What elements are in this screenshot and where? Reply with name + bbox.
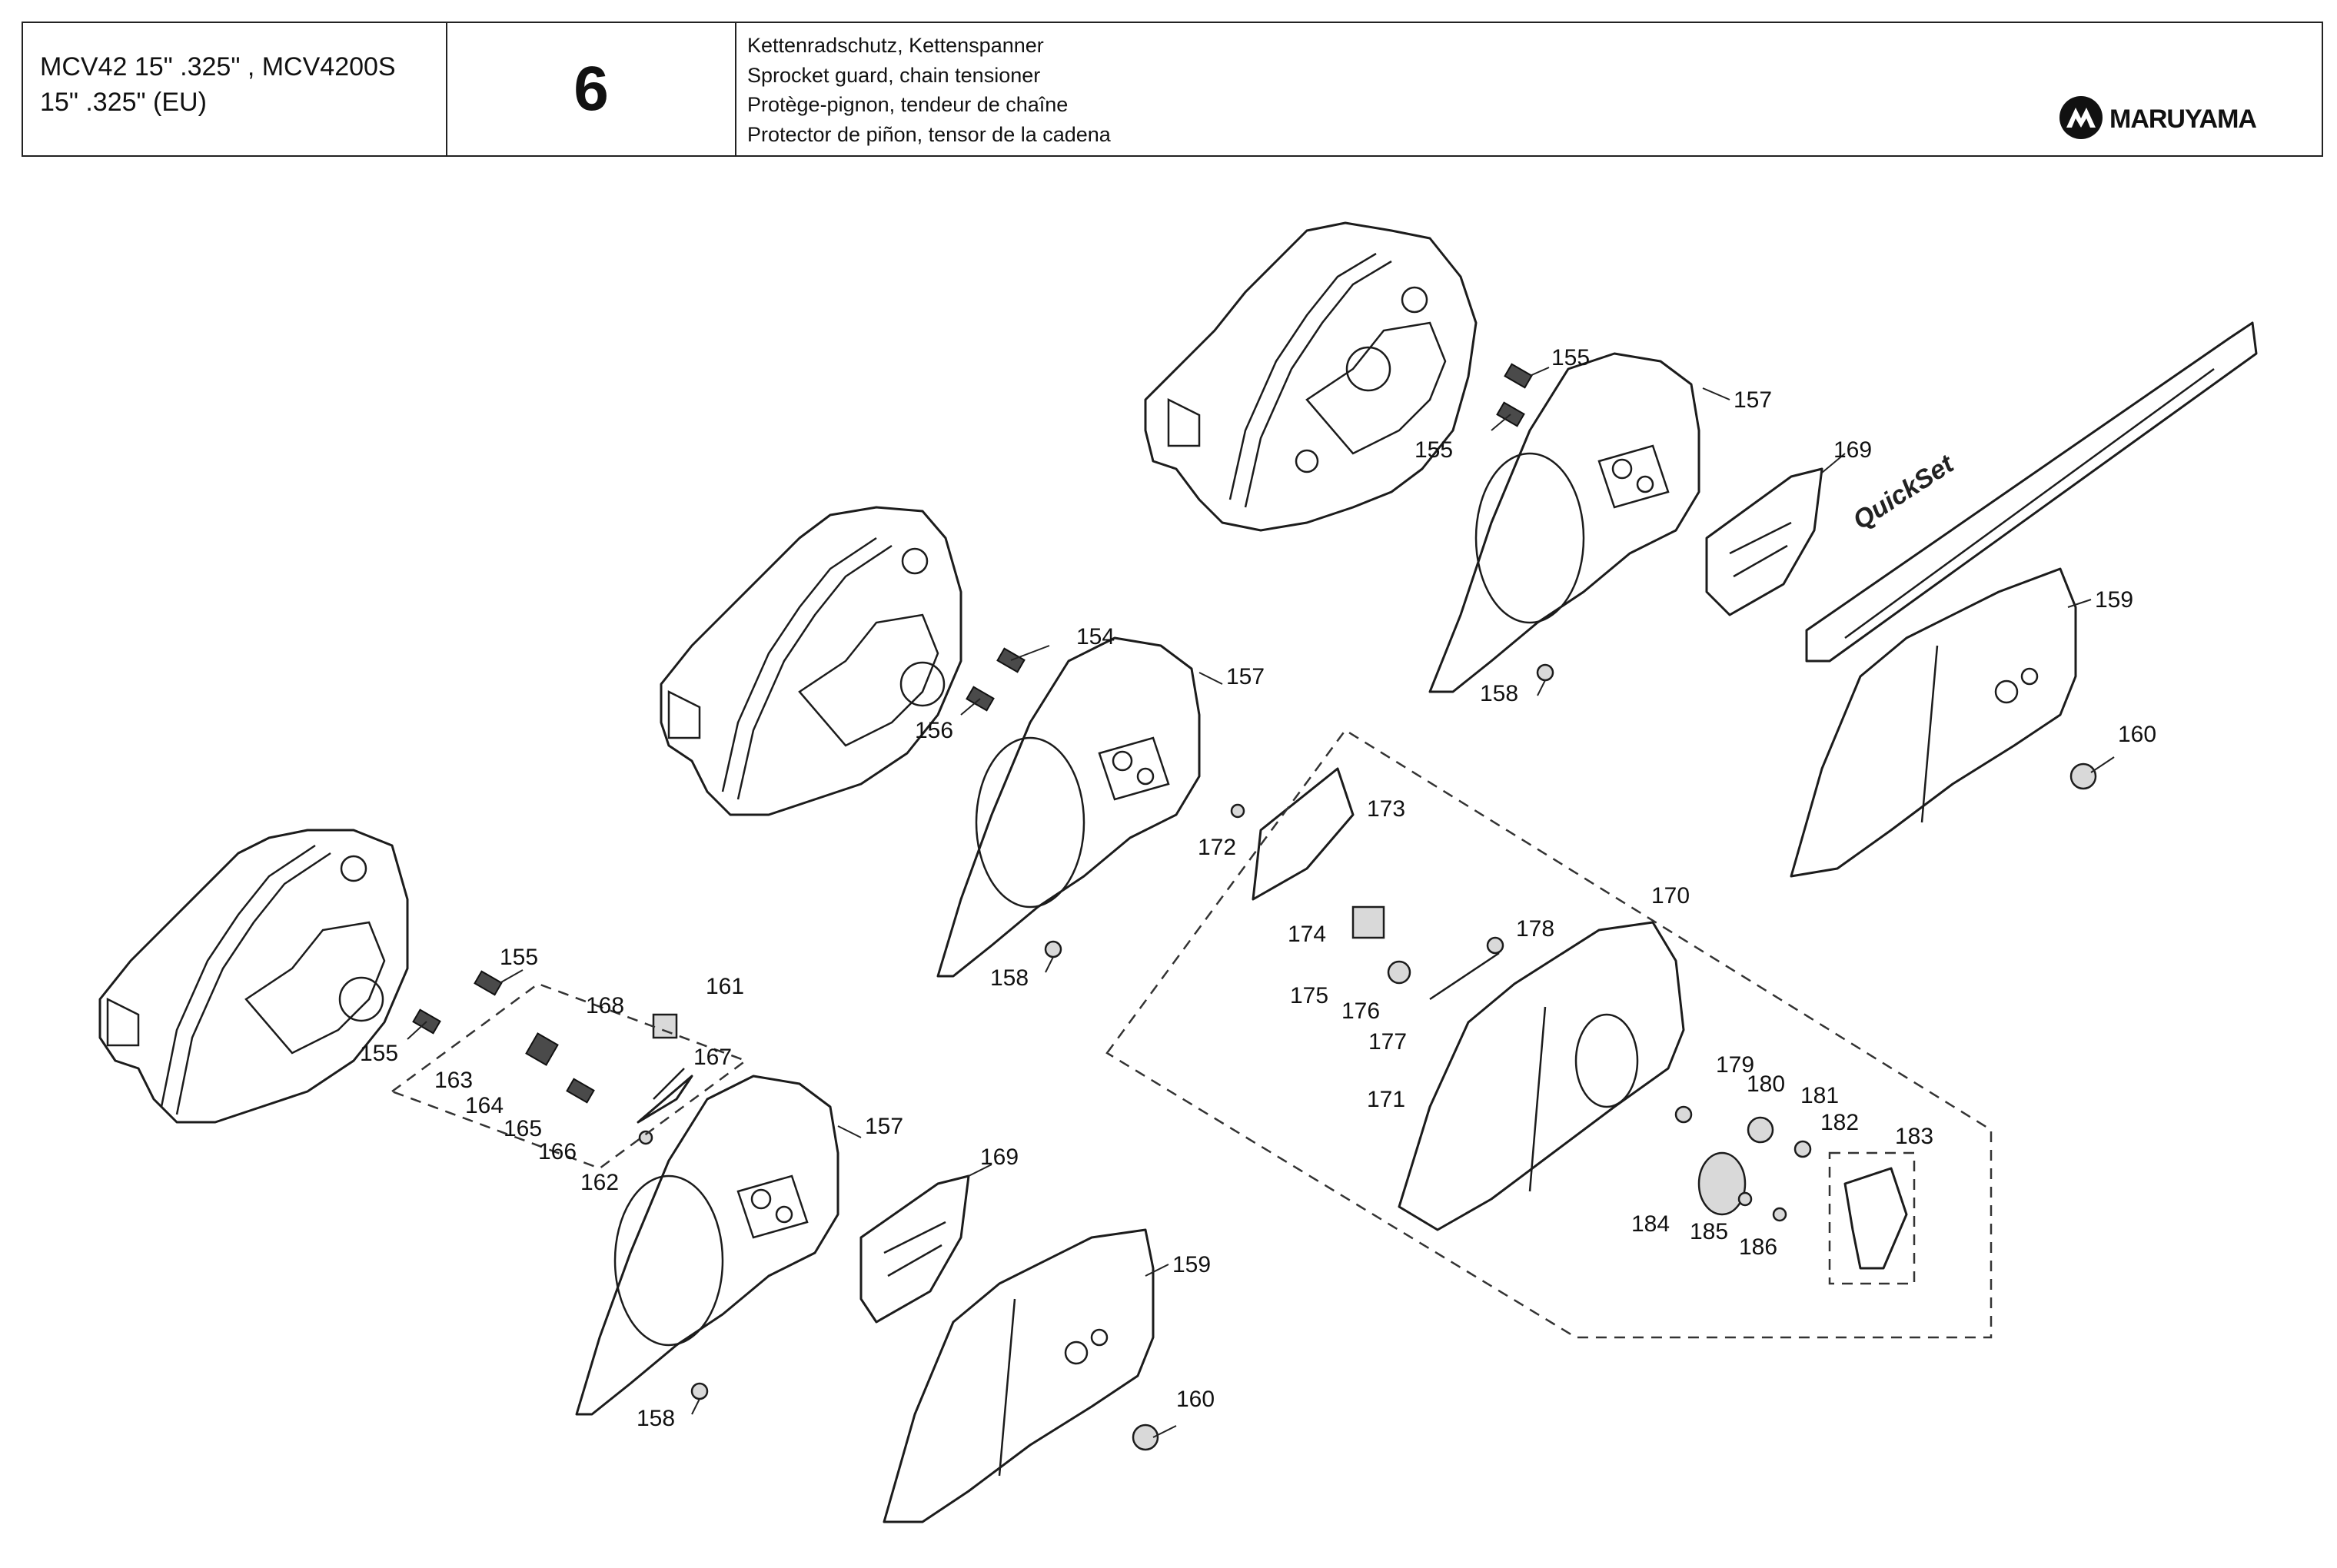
model-cell: MCV42 15" .325" , MCV4200S 15" .325" (EU… [23, 23, 447, 155]
plate-169-left [859, 1174, 970, 1324]
sprocket-cover-157-top [1428, 352, 1700, 693]
label-166: 166 [538, 1139, 577, 1164]
label-169-left: 169 [980, 1144, 1019, 1170]
label-162: 162 [580, 1170, 619, 1195]
description-french: Protège-pignon, tendeur de chaîne [747, 93, 1069, 116]
label-165: 165 [504, 1116, 542, 1141]
brand-logo: MARUYAMA [2057, 94, 2303, 143]
clutch-cover-171 [1398, 921, 1685, 1231]
crankcase-middle [660, 506, 962, 816]
group-outline-183 [1828, 1151, 1916, 1285]
label-170: 170 [1651, 883, 1690, 909]
page-number: 6 [447, 23, 736, 155]
clutch-cover-159-top [1790, 567, 2077, 878]
label-186: 186 [1739, 1234, 1777, 1260]
group-outline-161 [390, 982, 748, 1170]
label-155-top-b: 155 [1414, 437, 1453, 463]
label-184: 184 [1631, 1211, 1670, 1237]
label-157-middle: 157 [1226, 664, 1265, 689]
label-182: 182 [1820, 1110, 1859, 1135]
label-180: 180 [1747, 1071, 1785, 1097]
label-160-top: 160 [2118, 722, 2156, 747]
label-158-left: 158 [637, 1406, 675, 1431]
label-183: 183 [1895, 1124, 1933, 1149]
leader-lines [407, 367, 2115, 1438]
label-174: 174 [1288, 922, 1326, 947]
label-154: 154 [1076, 624, 1115, 649]
label-155-left-a: 155 [500, 945, 538, 970]
label-178: 178 [1516, 916, 1554, 942]
crankcase-left [98, 829, 409, 1124]
sprocket-cover-157-middle [936, 636, 1201, 978]
label-171: 171 [1367, 1087, 1405, 1112]
title-block: MCV42 15" .325" , MCV4200S 15" .325" (EU… [22, 22, 2323, 157]
model-line-2: 15" .325" (EU) [40, 88, 207, 117]
description-cell: Kettenradschutz, Kettenspanner Sprocket … [747, 31, 1111, 149]
model-line-1: MCV42 15" .325" , MCV4200S [40, 52, 396, 81]
plate-169-top [1705, 467, 1823, 616]
brand-name: MARUYAMA [2109, 105, 2257, 134]
description-english: Sprocket guard, chain tensioner [747, 63, 1041, 87]
label-173: 173 [1367, 796, 1405, 822]
label-164: 164 [465, 1093, 504, 1118]
description-spanish: Protector de piñon, tensor de la cadena [747, 122, 1111, 146]
label-155-left-b: 155 [360, 1041, 398, 1066]
label-157-top: 157 [1734, 387, 1772, 413]
label-168: 168 [586, 993, 624, 1018]
label-179: 179 [1716, 1052, 1754, 1078]
label-159-top: 159 [2095, 587, 2133, 613]
label-181: 181 [1800, 1083, 1839, 1108]
label-161: 161 [706, 974, 744, 999]
part-labels: 154 155 155 155 155 156 157 157 157 158 … [360, 345, 2156, 1431]
label-158-middle: 158 [990, 965, 1029, 991]
sprocket-cover-157-left [575, 1075, 839, 1416]
maruyama-mark-icon [2059, 96, 2103, 139]
label-163: 163 [434, 1068, 473, 1093]
label-159-left: 159 [1172, 1252, 1211, 1277]
label-157-left: 157 [865, 1114, 903, 1139]
label-155-top-a: 155 [1551, 345, 1590, 370]
label-160-left: 160 [1176, 1387, 1215, 1412]
group-outline-170 [1105, 729, 1993, 1339]
label-177: 177 [1368, 1029, 1407, 1055]
description-german: Kettenradschutz, Kettenspanner [747, 34, 1044, 57]
label-167: 167 [693, 1045, 732, 1070]
label-156: 156 [915, 718, 953, 743]
crankcase-top [1144, 221, 1478, 532]
label-185: 185 [1690, 1219, 1728, 1244]
label-172: 172 [1198, 835, 1236, 860]
clutch-cover-159-left [883, 1228, 1155, 1523]
label-169-top: 169 [1833, 437, 1872, 463]
label-175: 175 [1290, 983, 1328, 1008]
label-176: 176 [1341, 998, 1380, 1024]
label-158-top: 158 [1480, 681, 1518, 706]
